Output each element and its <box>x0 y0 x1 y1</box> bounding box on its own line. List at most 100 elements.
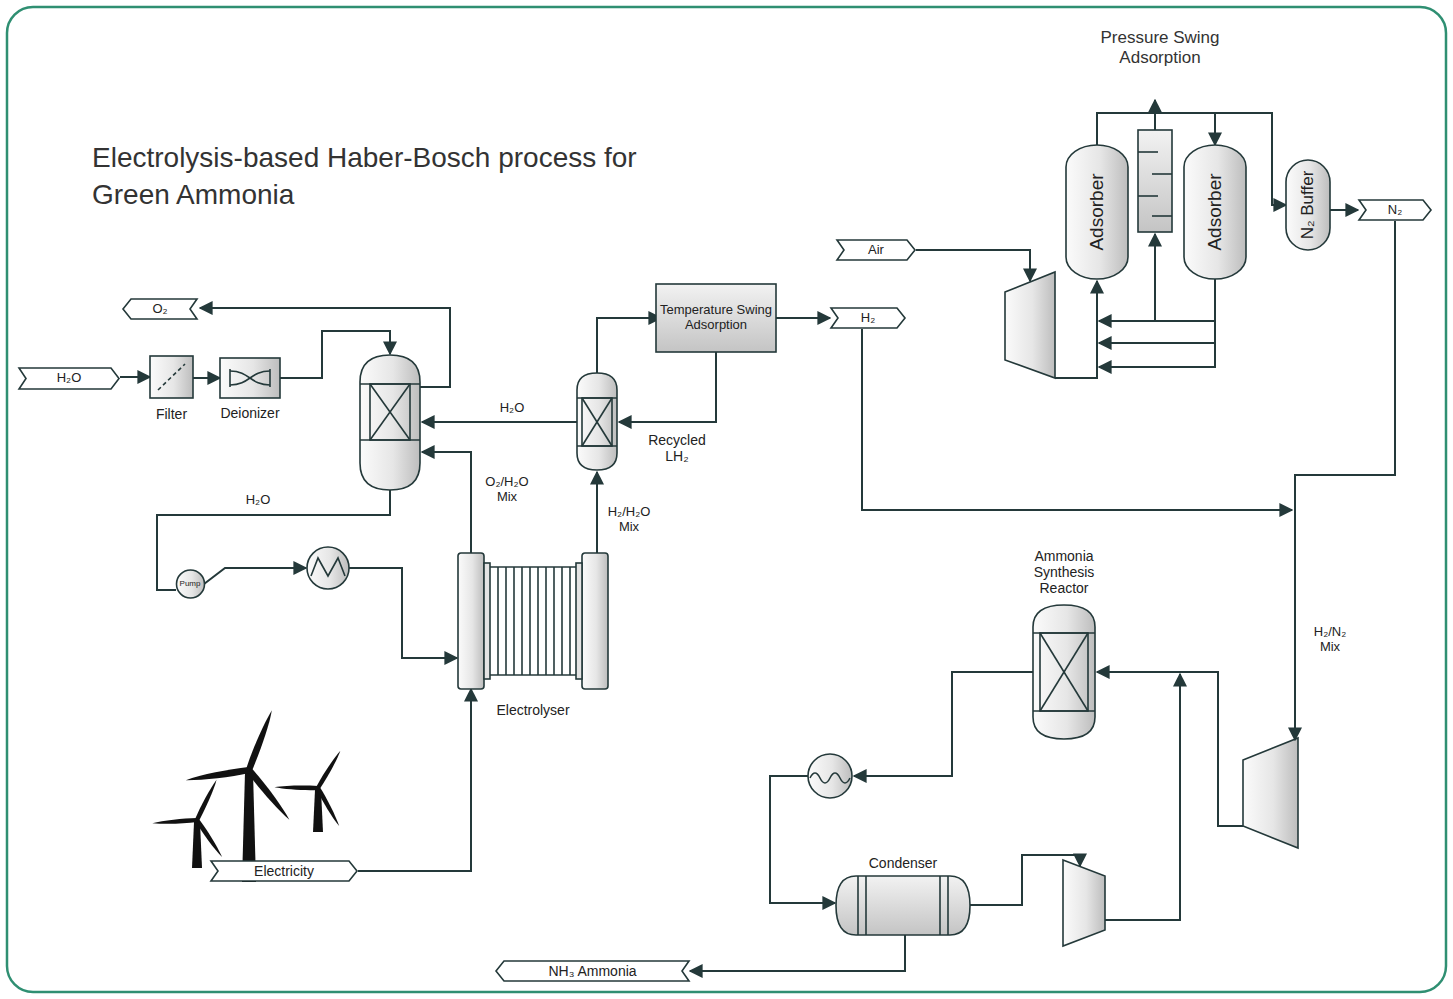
drawing-stroke <box>195 819 225 858</box>
drawing-stroke <box>857 876 859 935</box>
drawing-stroke <box>947 876 949 935</box>
drawing-stroke <box>1359 200 1431 220</box>
drawing-stroke <box>582 398 612 446</box>
drawing-stroke <box>280 331 390 378</box>
filter-unit: Filter <box>150 356 193 398</box>
node-text: Electricity <box>254 863 314 879</box>
drawing-stroke <box>865 876 867 935</box>
node-text: O₂ <box>152 302 167 317</box>
drawing-stroke <box>496 961 689 981</box>
drawing-stroke <box>1138 195 1158 197</box>
node-text: Deionizer <box>220 405 279 421</box>
drawing-stroke <box>1040 633 1088 711</box>
node-text: Filter <box>156 406 187 422</box>
node-text: Pump <box>180 579 201 588</box>
stream-label: H₂/H₂O Mix <box>598 505 660 535</box>
buffer-vessel: N₂ Buffer <box>1286 160 1330 250</box>
drawing-stroke <box>916 250 1030 281</box>
node-text: Electrolyser <box>496 702 569 718</box>
drawing-stroke <box>316 749 342 789</box>
flow-connector <box>358 689 471 871</box>
adsorber-vessel: Adsorber <box>1184 145 1246 279</box>
drawing-stroke <box>597 318 661 373</box>
node-outline <box>836 876 970 935</box>
drawing-stroke <box>497 567 499 675</box>
diagram-title: Electrolysis-based Haber-Bosch process f… <box>92 140 692 214</box>
drawing-stroke <box>307 547 349 589</box>
drawing-stroke <box>370 384 410 440</box>
drawing-stroke <box>195 778 218 821</box>
node-text: NH₃ Ammonia <box>548 963 636 979</box>
output-tag: NH₃ Ammonia <box>495 960 690 982</box>
drawing-stroke <box>1099 342 1215 344</box>
drawing-stroke <box>537 567 539 675</box>
drawing-stroke <box>837 240 915 260</box>
wind-turbine <box>185 709 292 882</box>
drawing-stroke <box>123 299 197 319</box>
drawing-stroke <box>220 358 280 398</box>
node-text: Temperature Swing Adsorption <box>656 303 776 333</box>
node-outline <box>220 358 280 398</box>
drawing-stroke <box>229 369 231 387</box>
drawing-stroke <box>577 373 617 470</box>
node-text: N₂ <box>1388 203 1402 218</box>
drawing-stroke <box>370 384 410 440</box>
drawing-stroke <box>576 563 582 679</box>
drawing-stroke <box>582 398 612 446</box>
wind-turbine <box>274 749 341 832</box>
drawing-stroke <box>553 567 555 675</box>
drawing-stroke <box>490 674 576 676</box>
adsorber-vessel: Adsorber <box>1066 145 1128 279</box>
hydrogen-separator <box>577 373 617 470</box>
drawing-stroke <box>230 371 270 385</box>
drawing-stroke <box>185 766 249 784</box>
separator-column <box>360 355 420 490</box>
drawing-stroke <box>545 567 547 675</box>
drawing-stroke <box>370 384 410 440</box>
drawing-stroke <box>311 558 345 576</box>
drawing-stroke <box>569 567 571 675</box>
recycle-compressor <box>1063 860 1105 946</box>
flow-connector <box>690 935 905 971</box>
node-text: Adsorber <box>1086 173 1108 250</box>
drawing-stroke <box>862 329 1292 510</box>
heat-exchanger <box>307 547 349 589</box>
process-line <box>157 100 1395 920</box>
drawing-stroke <box>1154 100 1156 130</box>
stream-label: H₂/N₂ Mix <box>1302 625 1358 655</box>
drawing-stroke <box>1138 151 1158 153</box>
stream-label: H₂O <box>494 401 530 416</box>
condenser-vessel: Condenser <box>836 876 970 935</box>
drawing-stroke <box>970 855 1080 905</box>
drawing-stroke <box>1184 145 1246 279</box>
drawing-stroke <box>1033 605 1095 739</box>
drawing-stroke <box>204 568 306 584</box>
drawing-stroke <box>1105 674 1180 920</box>
drawing-stroke <box>1138 130 1172 232</box>
drawing-stroke <box>831 308 905 328</box>
drawing-stroke <box>458 553 484 689</box>
node-text: H₂O <box>57 371 82 386</box>
flow-connector <box>120 376 150 378</box>
stream-label: O₂/H₂O Mix <box>476 475 538 505</box>
drawing-stroke <box>561 567 563 675</box>
flow-connector <box>1097 113 1215 145</box>
drawing-stroke <box>484 563 490 679</box>
drawing-stroke <box>1066 145 1128 279</box>
drawing-stroke <box>1286 160 1330 250</box>
heat-exchanger <box>808 754 852 798</box>
node-text: Adsorber <box>1204 173 1226 250</box>
drawing-stroke <box>316 787 342 827</box>
drawing-stroke <box>274 749 341 827</box>
drawing-stroke <box>211 861 357 881</box>
drawing-stroke <box>185 709 292 822</box>
drawing-stroke <box>274 786 318 791</box>
drawing-stroke <box>513 567 515 675</box>
drawing-stroke <box>152 778 224 858</box>
node-text: Condenser <box>869 855 938 871</box>
drawing-stroke <box>582 553 608 689</box>
drawing-stroke <box>1152 215 1172 217</box>
drawing-stroke <box>246 709 274 771</box>
drawing-stroke <box>176 570 204 598</box>
drawing-stroke <box>770 776 835 903</box>
